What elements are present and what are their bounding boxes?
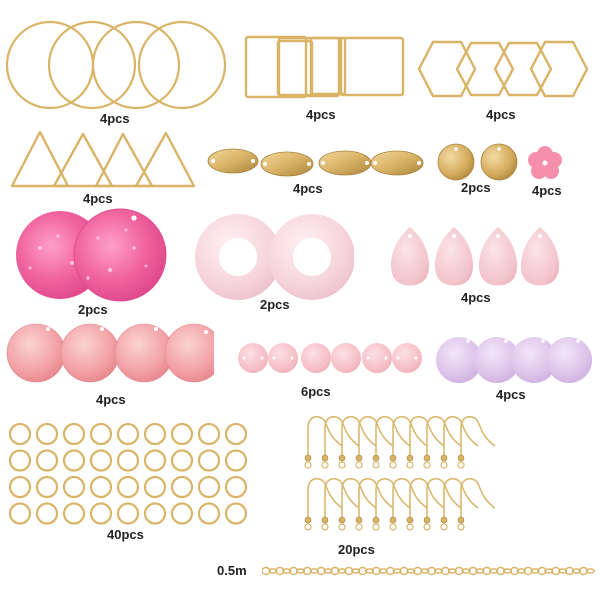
donut-pendants-qty: 2pcs [260, 297, 290, 312]
triangle-frames [8, 128, 198, 190]
small-pink-connectors-qty: 6pcs [301, 384, 331, 399]
donut-pendants [194, 212, 354, 302]
teardrop-shells-qty: 4pcs [461, 290, 491, 305]
hexagon-frames-qty: 4pcs [486, 107, 516, 122]
hexagon-frames [415, 38, 595, 100]
coral-shell-discs [4, 320, 214, 386]
square-frames [243, 34, 408, 100]
lavender-discs-qty: 4pcs [496, 387, 526, 402]
round-hoop-frames [0, 18, 240, 113]
flower-bead [528, 146, 562, 180]
flower-bead-qty: 4pcs [532, 183, 562, 198]
oval-connectors-qty: 4pcs [293, 181, 323, 196]
chain-qty: 0.5m [217, 563, 247, 578]
teardrop-shells [386, 224, 566, 290]
glitter-discs-qty: 2pcs [78, 302, 108, 317]
chain [262, 564, 596, 578]
round-gold-charms-qty: 2pcs [461, 180, 491, 195]
earring-hooks [300, 412, 525, 540]
lavender-discs [434, 335, 594, 385]
square-frames-qty: 4pcs [306, 107, 336, 122]
triangle-frames-qty: 4pcs [83, 191, 113, 206]
small-pink-connectors [236, 341, 426, 375]
round-hoop-frames-qty: 4pcs [100, 111, 130, 126]
coral-shell-discs-qty: 4pcs [96, 392, 126, 407]
glitter-discs [10, 208, 170, 303]
jump-rings [8, 422, 254, 526]
jump-rings-qty: 40pcs [107, 527, 144, 542]
earring-hooks-qty: 20pcs [338, 542, 375, 557]
round-gold-charms [436, 141, 524, 183]
oval-connectors [205, 145, 425, 181]
